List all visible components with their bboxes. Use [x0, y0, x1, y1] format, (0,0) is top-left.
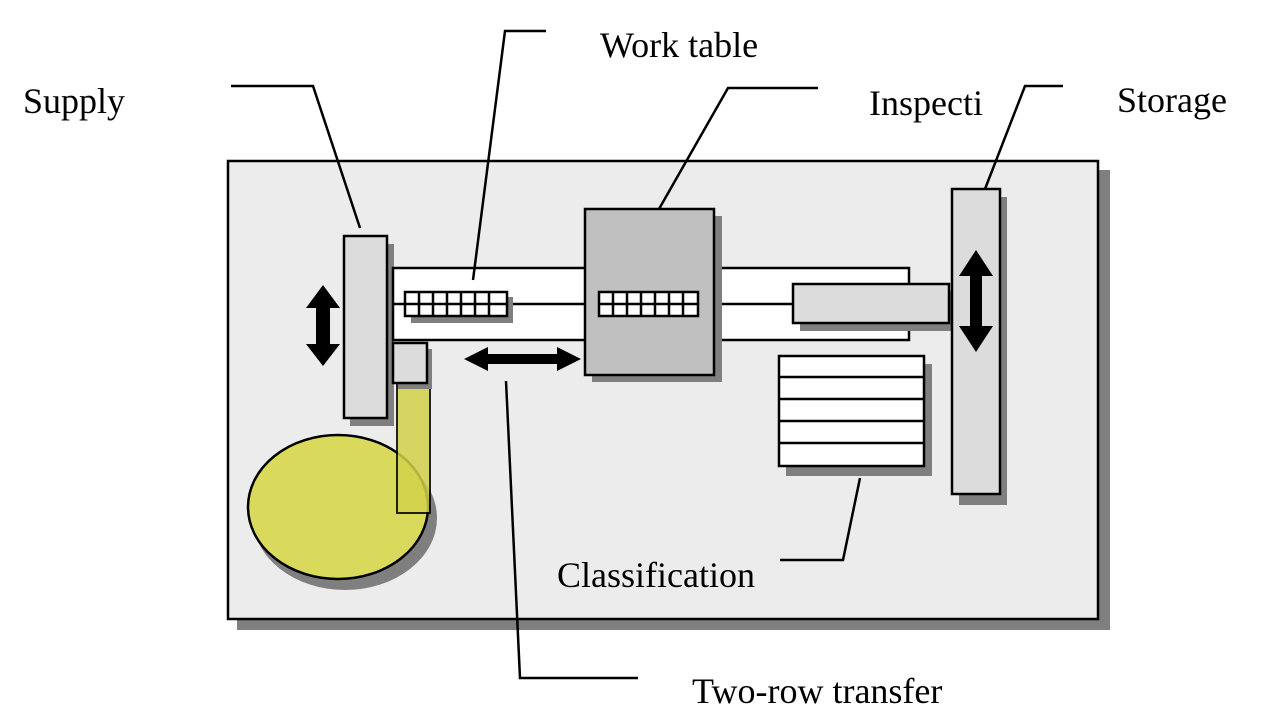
inspection-label: Inspecti: [869, 83, 983, 123]
supply-vertical-arrow-icon: [306, 285, 340, 366]
two-row-transfer-leader-line: [504, 380, 638, 680]
supply-column: [342, 234, 394, 426]
work-table-leader-line: [471, 29, 546, 281]
transfer-horizontal-arrow-icon: [464, 347, 581, 371]
arm-head-block: [391, 341, 432, 389]
inspection-leader-line: [657, 86, 818, 210]
storage-vertical-arrow-icon: [959, 250, 993, 352]
storage-leader-line: [983, 84, 1063, 190]
work-table-label: Work table: [600, 25, 758, 65]
storage-column: [950, 187, 1007, 505]
pick-arm: [396, 382, 431, 514]
work-table-tray: [403, 290, 513, 323]
classification-label: Classification: [557, 555, 755, 595]
inspection-unit: [583, 207, 722, 382]
supply-label: Supply: [23, 81, 125, 121]
storage-label: Storage: [1117, 80, 1227, 120]
two-row-transfer-label: Two-row transfer: [692, 671, 942, 711]
supply-leader-line: [231, 84, 362, 229]
storage-pusher: [791, 282, 956, 331]
classification-trays: [777, 354, 932, 476]
classification-leader-line: [780, 477, 862, 562]
